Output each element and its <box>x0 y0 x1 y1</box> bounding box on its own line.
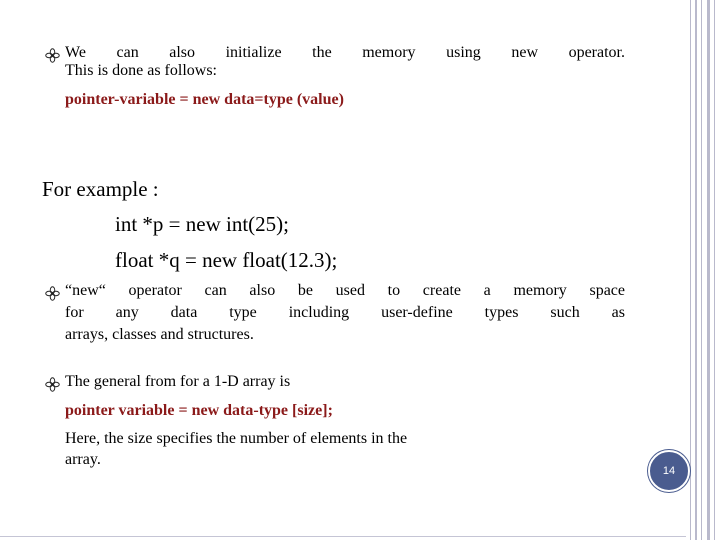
bullet1-line1: We can also initialize the memory using … <box>65 44 625 61</box>
example-code-float: float *q = new float(12.3); <box>115 248 338 272</box>
bullet3-line2: Here, the size specifies the number of e… <box>65 430 408 447</box>
bullet1-syntax: pointer-variable = new data=type (value) <box>65 91 344 108</box>
bullet3-line1: The general from for a 1-D array is <box>65 373 291 390</box>
bullet2-line3: arrays, classes and structures. <box>65 326 254 343</box>
bottom-border-line <box>0 536 686 537</box>
bullet2-line1: “new“ operator can also be used to creat… <box>65 282 625 299</box>
bullet-new-operator: “new“ operator can also be used to creat… <box>45 282 625 344</box>
bullet-array: The general from for a 1-D array is poin… <box>45 373 625 469</box>
example-code-int: int *p = new int(25); <box>115 212 289 236</box>
example-heading: For example : <box>42 177 159 201</box>
bullet2-line2: for any data type including user-define … <box>65 304 625 321</box>
bullet3-line3: array. <box>65 451 101 468</box>
bullet3-syntax: pointer variable = new data-type [size]; <box>65 402 333 419</box>
bullet1-line2: This is done as follows: <box>65 62 217 79</box>
right-border-decoration <box>686 0 720 540</box>
flower-bullet-icon <box>45 286 60 301</box>
bullet-initialize: We can also initialize the memory using … <box>45 44 625 109</box>
flower-bullet-icon <box>45 48 60 63</box>
page-number-badge: 14 <box>648 450 690 492</box>
flower-bullet-icon <box>45 377 60 392</box>
